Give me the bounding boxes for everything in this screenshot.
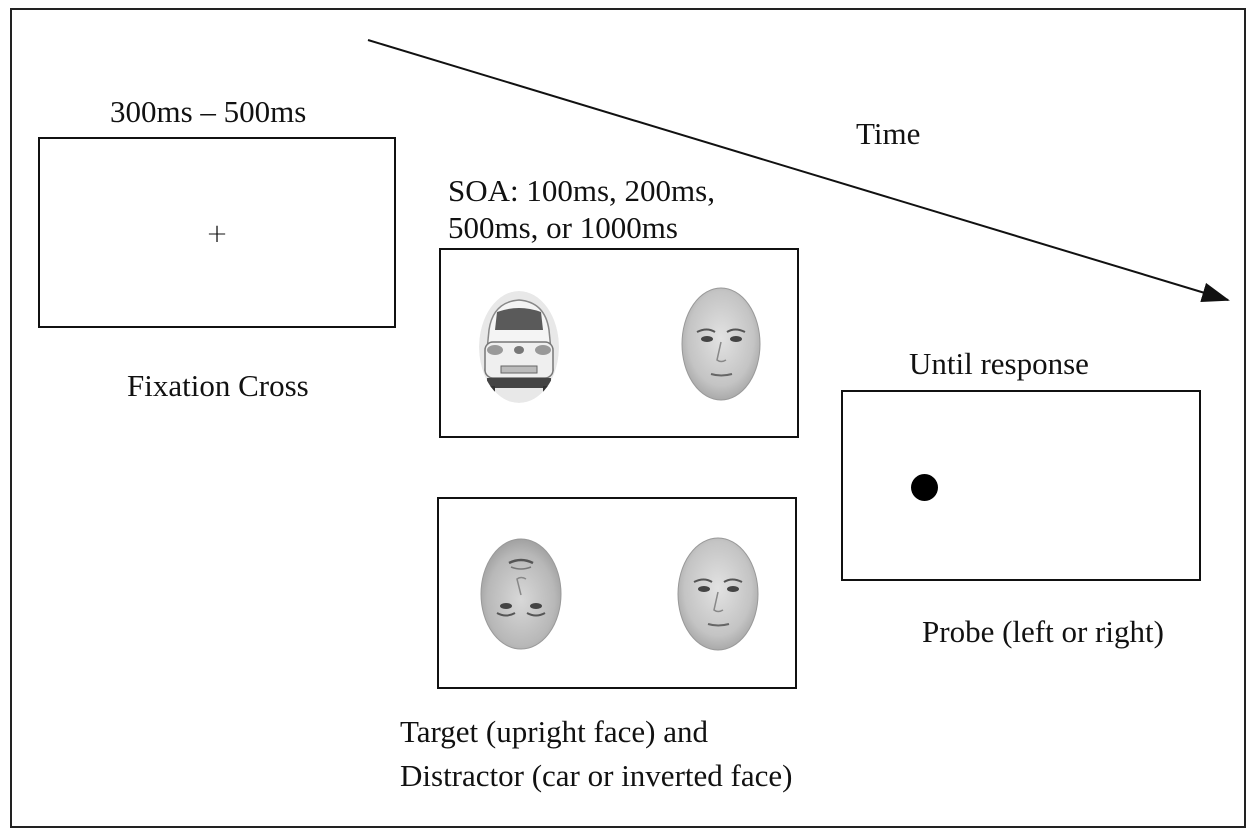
probe-caption: Probe (left or right) <box>922 614 1164 649</box>
inverted-face-image <box>480 538 562 650</box>
upright-face-image <box>681 287 761 401</box>
probe-dot <box>911 474 938 501</box>
soa-line-2: 500ms, or 1000ms <box>448 210 678 245</box>
upright-face-image <box>677 537 759 651</box>
soa-line-1: SOA: 100ms, 200ms, <box>448 173 715 208</box>
probe-duration: Until response <box>909 346 1089 381</box>
car-image <box>479 291 559 403</box>
cue-caption-line-2: Distractor (car or inverted face) <box>400 758 793 793</box>
cue-screen-inverted-face <box>437 497 797 689</box>
cue-screen-car <box>439 248 799 438</box>
fixation-cross: + <box>206 219 228 249</box>
time-label: Time <box>856 116 921 151</box>
cue-caption-line-1: Target (upright face) and <box>400 714 708 749</box>
probe-screen <box>841 390 1201 581</box>
fixation-duration: 300ms – 500ms <box>110 94 307 129</box>
fixation-caption: Fixation Cross <box>127 368 309 403</box>
fixation-screen: + <box>38 137 396 328</box>
